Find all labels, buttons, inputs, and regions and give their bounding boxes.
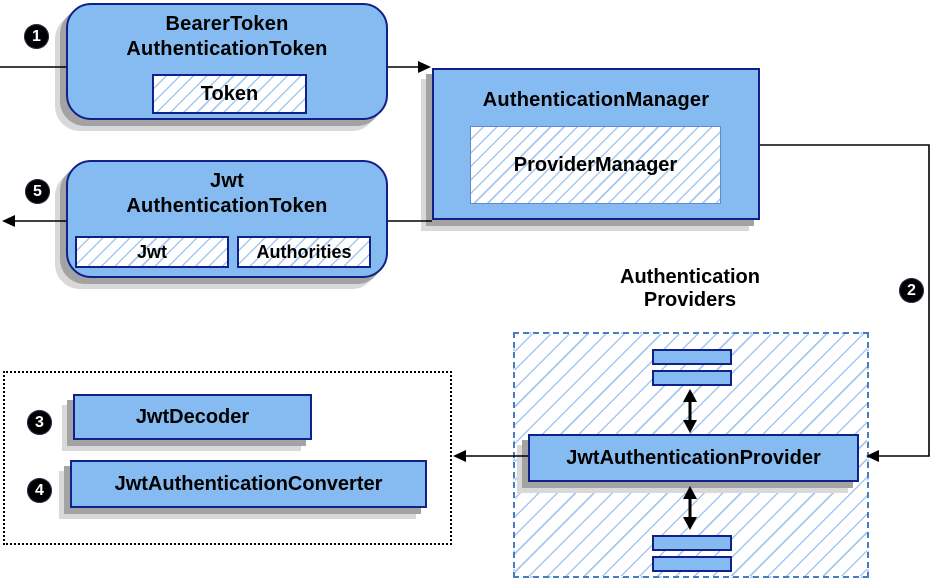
authentication-providers-label-line1: Authentication [620, 266, 760, 288]
bearer-token-title-line1: BearerToken [165, 13, 289, 35]
jwt-token-title-line2: AuthenticationToken [126, 195, 328, 217]
jwt-authentication-token-title: Jwt AuthenticationToken [68, 169, 386, 219]
bearer-token-authentication-token-node: BearerToken AuthenticationToken Token [66, 3, 388, 120]
arrowhead-into-manager [418, 61, 431, 73]
authentication-providers-label: Authentication Providers [575, 266, 805, 312]
bearer-token-authentication-token-title: BearerToken AuthenticationToken [68, 12, 386, 62]
provider-placeholder-bar [652, 370, 732, 386]
provider-manager-chip: ProviderManager [470, 126, 721, 204]
jwt-token-title-line1: Jwt [210, 170, 244, 192]
provider-placeholder-bar [652, 556, 732, 572]
authentication-providers-label-line2: Providers [643, 289, 737, 311]
jwt-authentication-converter-node: JwtAuthenticationConverter [70, 460, 427, 508]
step-badge-5: 5 [25, 179, 50, 204]
step-badge-3: 3 [27, 410, 52, 435]
authentication-manager-title: AuthenticationManager [482, 89, 710, 111]
authentication-manager-node: AuthenticationManager ProviderManager [432, 68, 760, 220]
bearer-token-title-line2: AuthenticationToken [126, 38, 328, 60]
step-badge-1: 1 [24, 24, 49, 49]
jwt-authentication-provider-node: JwtAuthenticationProvider [528, 434, 859, 482]
arrowhead-into-decoder-group [453, 450, 466, 462]
token-chip: Token [152, 74, 307, 114]
provider-placeholder-bar [652, 535, 732, 551]
jwt-authentication-token-node: Jwt AuthenticationToken Jwt Authorities [66, 160, 388, 278]
arrowhead-response-out [2, 215, 15, 227]
jwt-chip: Jwt [75, 236, 229, 268]
jwt-support-group [3, 371, 452, 545]
jwt-decoder-node: JwtDecoder [73, 394, 312, 440]
provider-placeholder-bar [652, 349, 732, 365]
authorities-chip: Authorities [237, 236, 371, 268]
step-badge-2: 2 [899, 278, 924, 303]
step-badge-4: 4 [27, 478, 52, 503]
